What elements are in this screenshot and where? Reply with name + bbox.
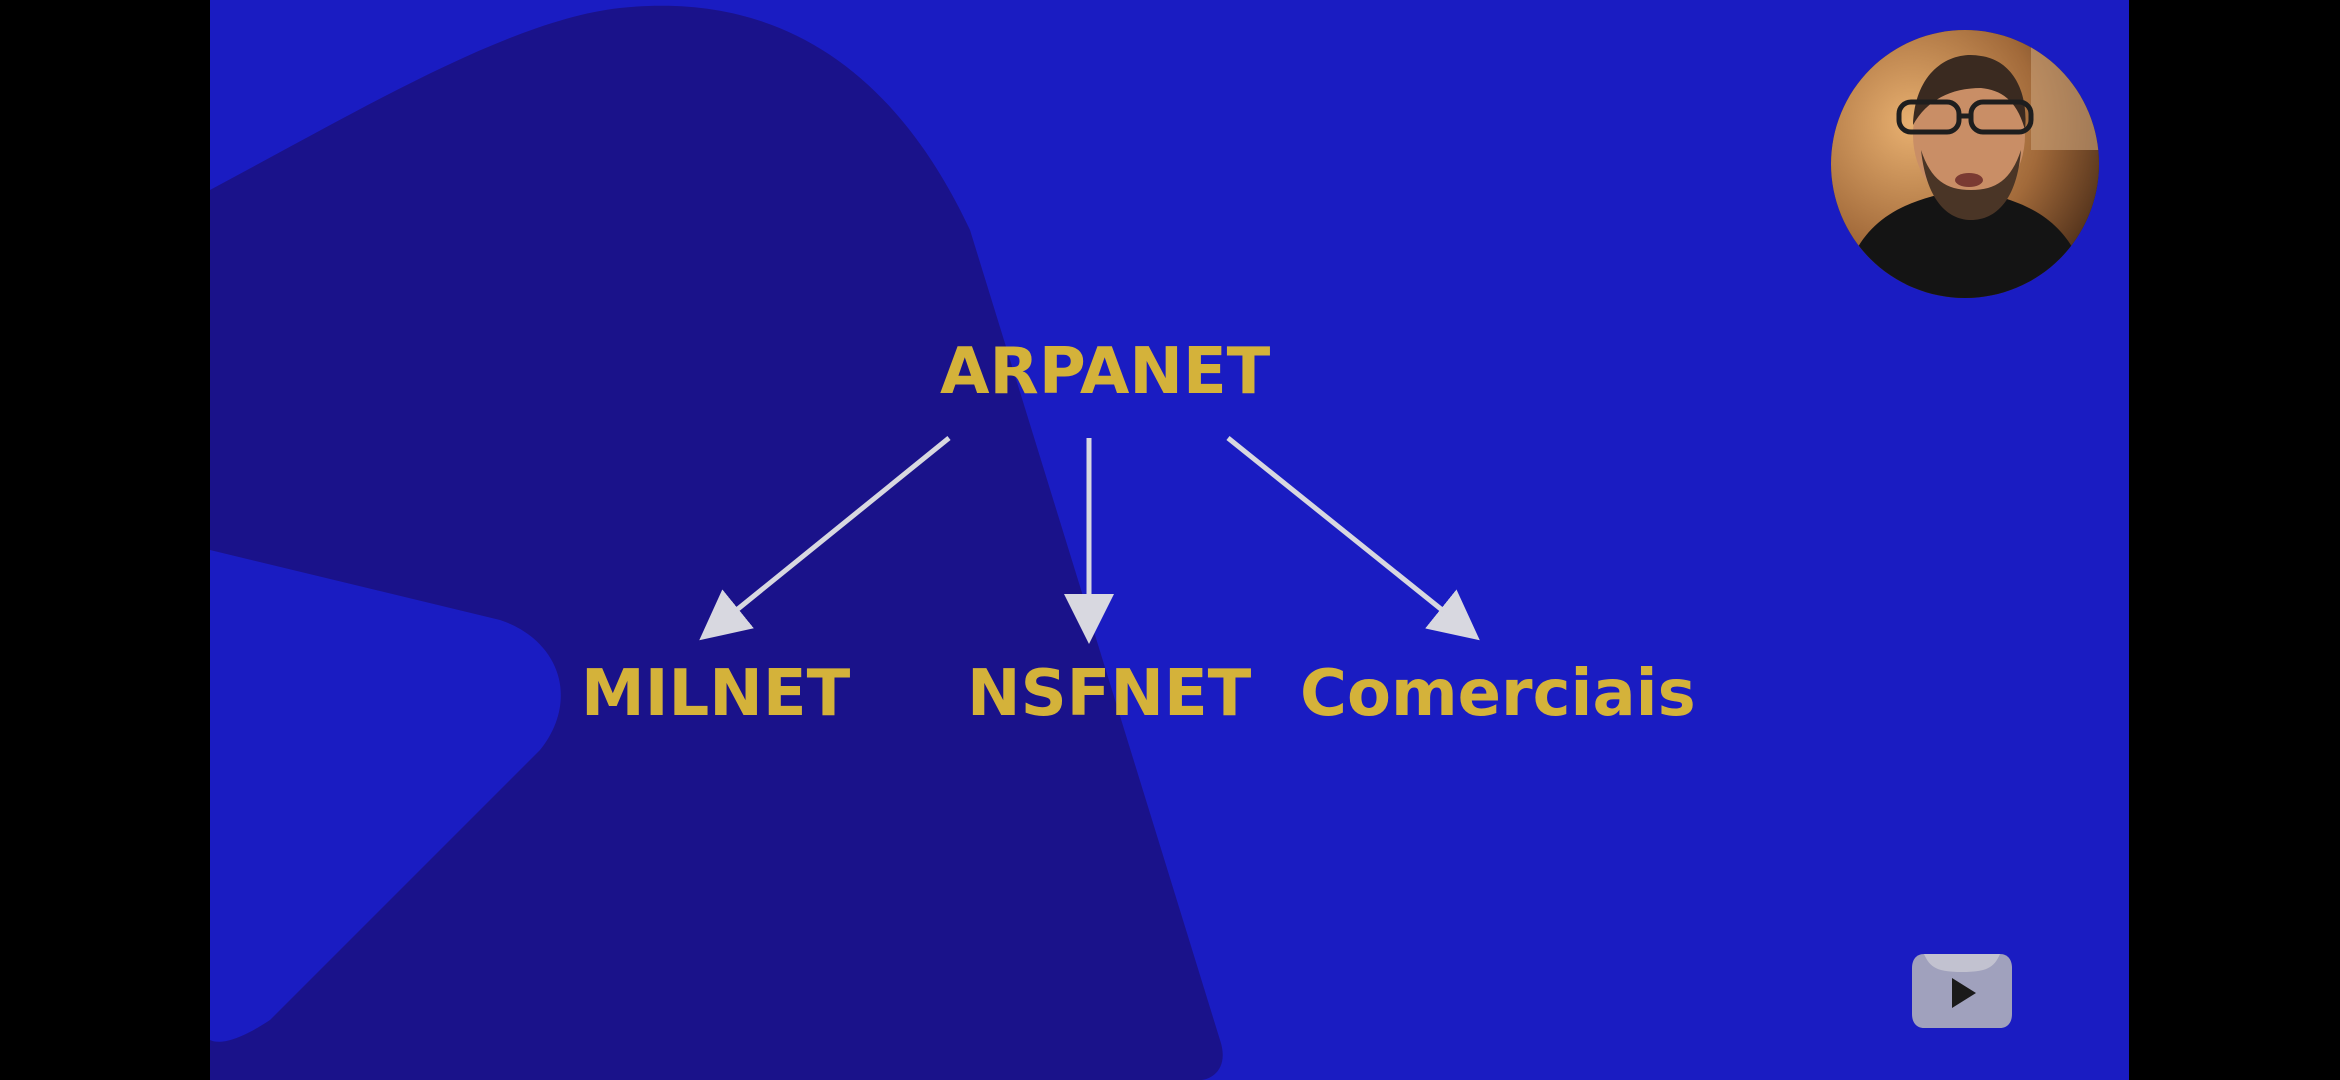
background-blob xyxy=(210,5,1223,1080)
video-frame[interactable]: ARPANET MILNET NSFNET Comerciais xyxy=(210,0,2129,1080)
node-milnet: MILNET xyxy=(581,657,851,731)
arrow-to-milnet xyxy=(699,436,951,641)
arrow-to-comerciais xyxy=(1226,436,1480,641)
node-comerciais: Comerciais xyxy=(1300,657,1696,731)
play-logo-icon[interactable] xyxy=(1910,950,2014,1032)
hierarchy-diagram xyxy=(699,436,1480,644)
presenter-webcam-icon xyxy=(1831,30,2099,298)
node-arpanet: ARPANET xyxy=(940,335,1271,409)
node-nsfnet: NSFNET xyxy=(967,657,1252,731)
